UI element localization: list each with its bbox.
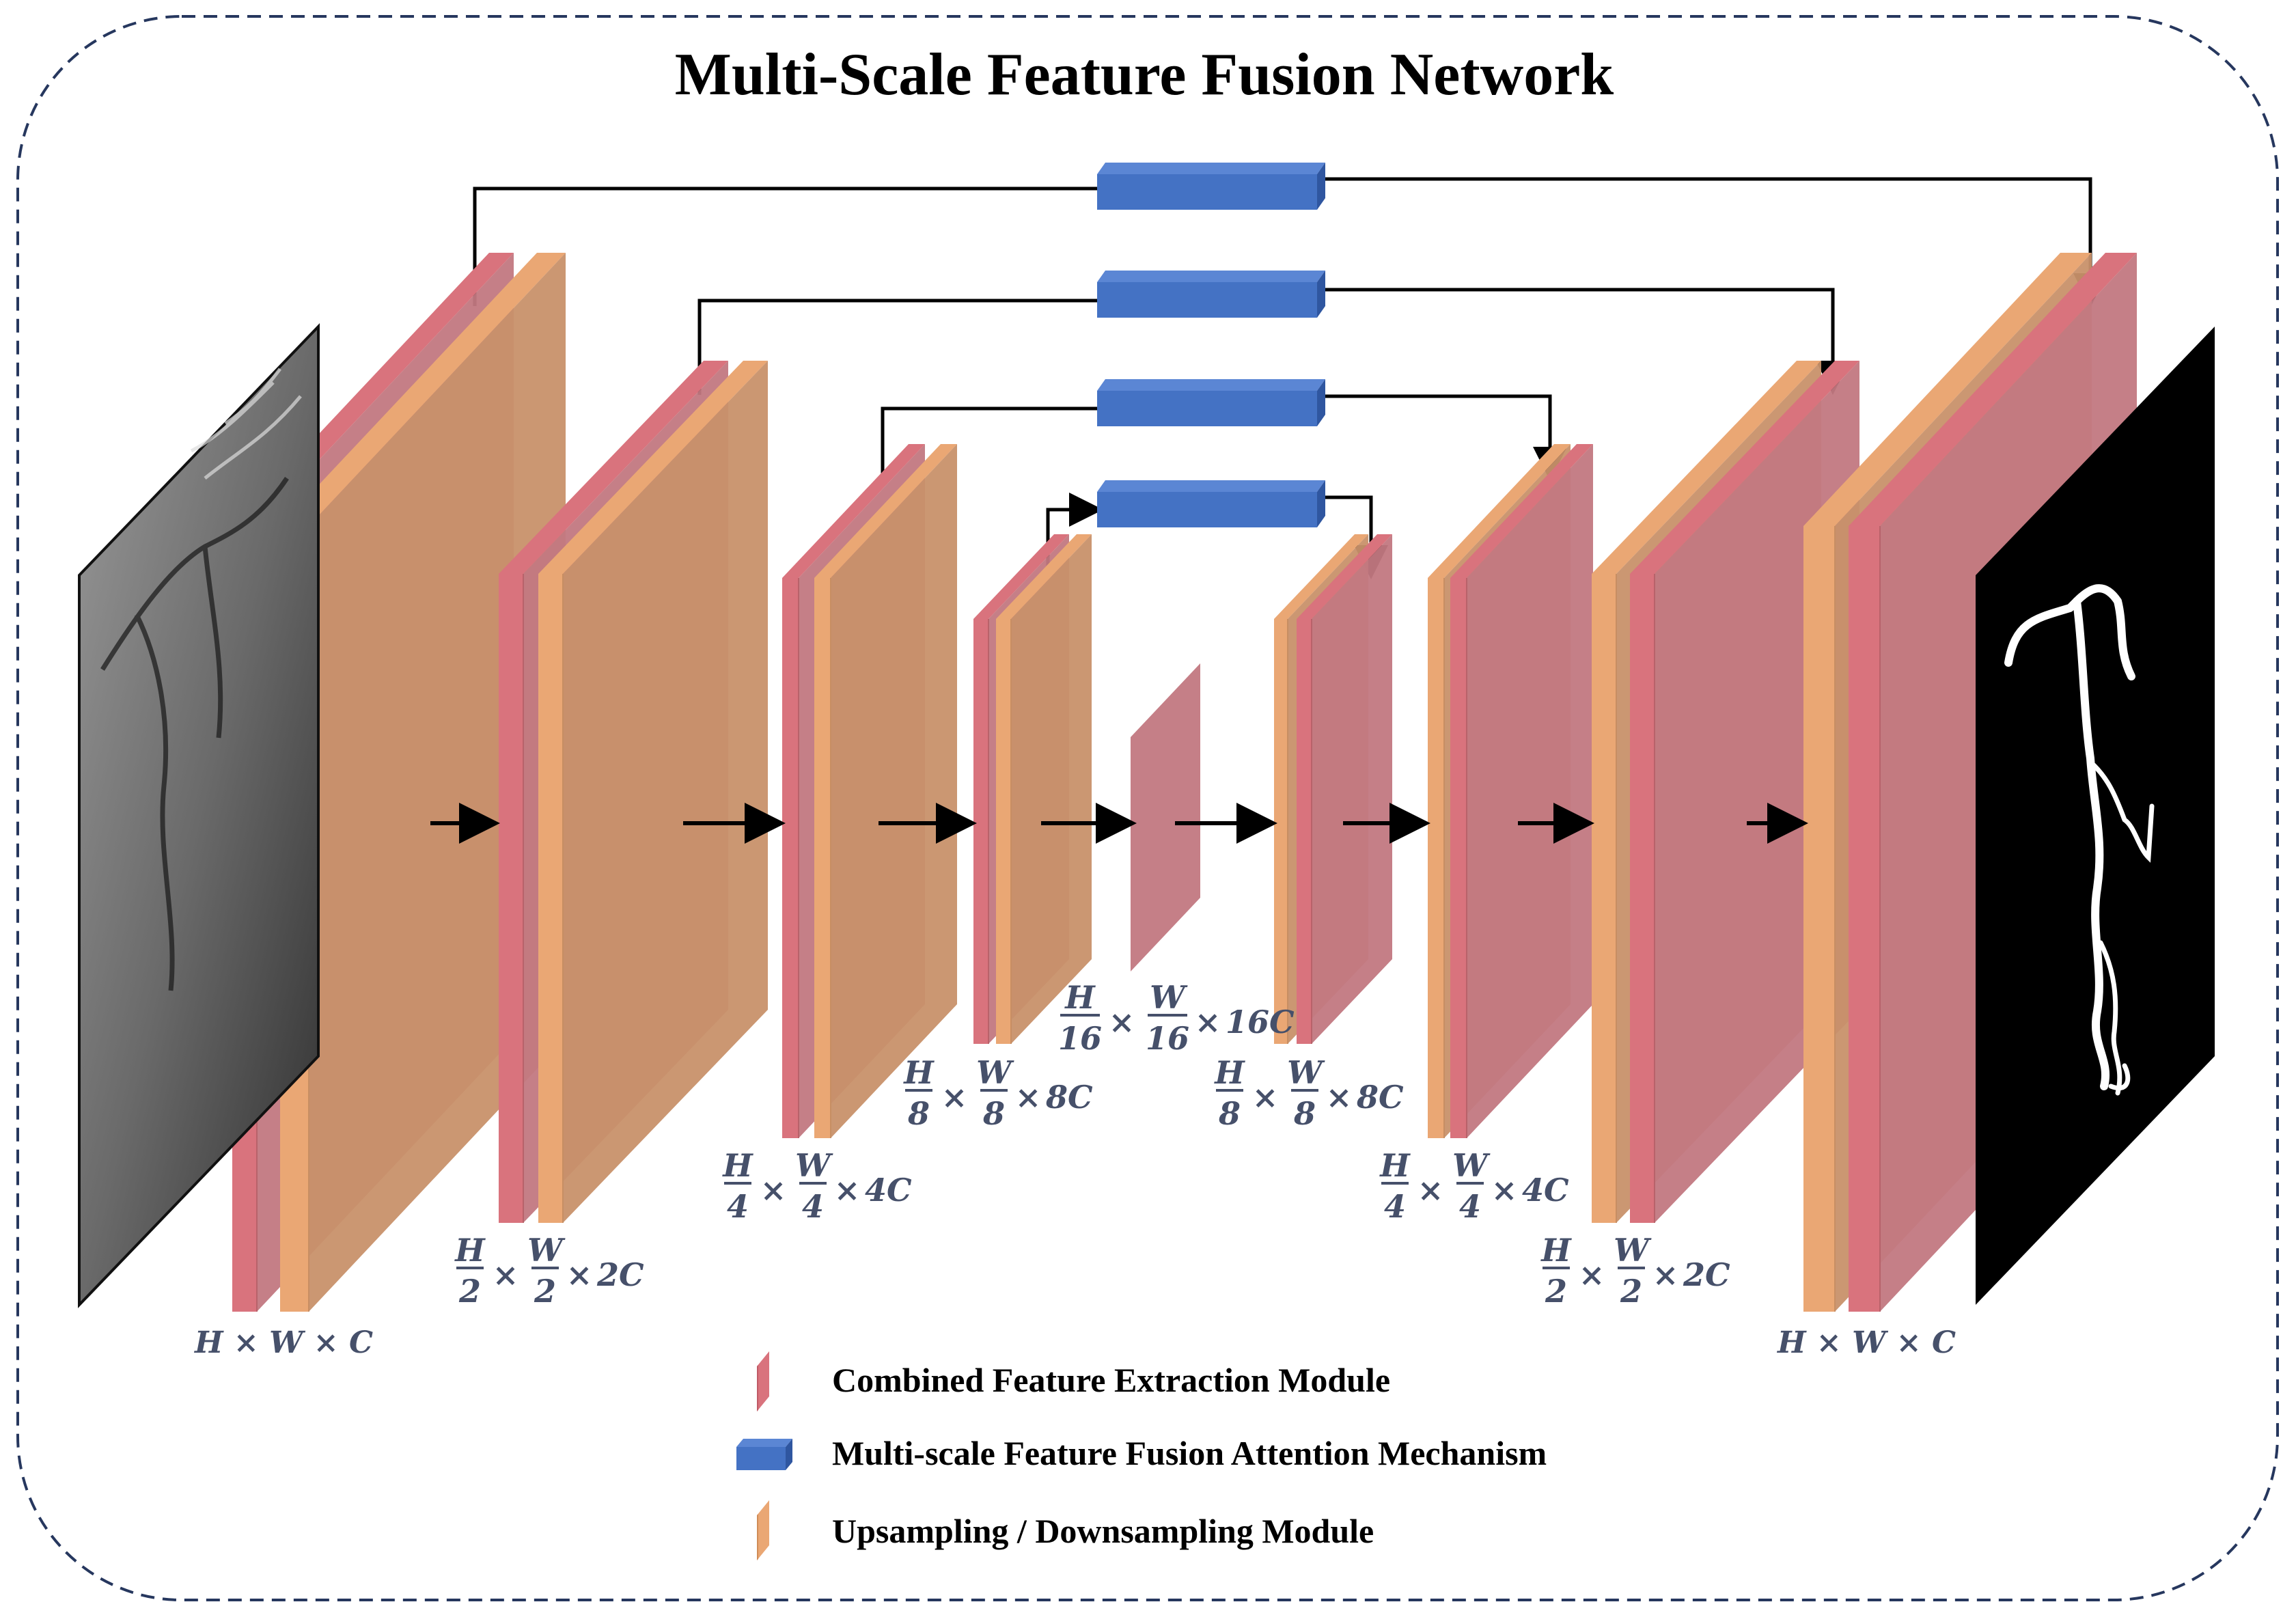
times-symbol: × <box>1652 1256 1679 1293</box>
fraction-numerator: W <box>1287 1054 1325 1091</box>
times-symbol: × <box>1326 1079 1353 1116</box>
fraction-numerator: W <box>1614 1232 1652 1269</box>
times-symbol: × <box>1109 1004 1135 1040</box>
skip-connections <box>473 177 2107 579</box>
times-symbol: × <box>493 1256 519 1293</box>
times-symbol: × <box>1579 1256 1605 1293</box>
legend-label-msffam: Multi-scale Feature Fusion Attention Mec… <box>832 1434 1547 1472</box>
dimension-label-dec3: H4×W4×4C <box>1379 1147 1569 1225</box>
fraction-numerator: W <box>795 1147 833 1184</box>
output-segmentation-mask <box>1976 327 2215 1305</box>
fraction-denominator: 8 <box>907 1095 930 1132</box>
fraction-numerator: H <box>1379 1147 1411 1184</box>
legend-label-cfe: Combined Feature Extraction Module <box>832 1361 1390 1399</box>
dimension-labels: H × W × CH2×W2×2CH4×W4×4CH8×W8×8CH16×W16… <box>193 979 1956 1360</box>
times-symbol: × <box>1252 1079 1279 1116</box>
fraction-numerator: H <box>902 1054 935 1091</box>
dimension-label-enc3: H4×W4×4C <box>721 1147 912 1225</box>
msffam-block-1 <box>1097 163 1325 210</box>
fraction-numerator: W <box>976 1054 1014 1091</box>
dimension-label-dec4: H8×W8×8C <box>1213 1054 1404 1132</box>
dimension-text: H × W × C <box>1776 1325 1956 1360</box>
channel-count: 16C <box>1226 1004 1295 1040</box>
cfe-module-icon <box>757 1351 769 1411</box>
times-symbol: × <box>1417 1172 1444 1209</box>
sampling-module-slab <box>996 534 1092 1044</box>
dimension-label-enc1: H × W × C <box>193 1325 373 1360</box>
channel-count: 4C <box>1522 1172 1569 1209</box>
cfe-module-slab <box>1297 534 1392 1044</box>
fraction-numerator: H <box>1064 979 1096 1016</box>
fraction-numerator: H <box>1213 1054 1245 1091</box>
fraction-denominator: 8 <box>1218 1095 1241 1132</box>
cfe-module-slab <box>1450 444 1593 1138</box>
skip-line-3-out <box>1325 394 1567 481</box>
skip-line-2-out <box>1325 288 1850 395</box>
dimension-label-enc2: H2×W2×2C <box>454 1232 644 1310</box>
skip-line-2 <box>697 299 1101 395</box>
fraction-numerator: W <box>527 1232 566 1269</box>
dimension-label-dec2: H2×W2×2C <box>1540 1232 1730 1310</box>
cfe-module-slab <box>1131 663 1200 971</box>
msffam-blocks <box>1097 163 1325 527</box>
msffam-block-2 <box>1097 271 1325 318</box>
diagram-title: Multi-Scale Feature Fusion Network <box>675 42 1614 108</box>
fraction-numerator: H <box>1540 1232 1572 1269</box>
fraction-denominator: 4 <box>1384 1188 1406 1225</box>
fraction-numerator: W <box>1150 979 1188 1016</box>
legend: Combined Feature Extraction Module Multi… <box>736 1351 1547 1560</box>
times-symbol: × <box>834 1172 861 1209</box>
sampling-module-icon <box>757 1500 769 1560</box>
fraction-denominator: 2 <box>534 1273 556 1310</box>
legend-label-sampling: Upsampling / Downsampling Module <box>832 1512 1374 1550</box>
fraction-denominator: 2 <box>458 1273 481 1310</box>
times-symbol: × <box>1491 1172 1518 1209</box>
times-symbol: × <box>1195 1004 1221 1040</box>
channel-count: 4C <box>865 1172 912 1209</box>
msffam-block-icon <box>736 1439 792 1470</box>
dimension-text: H × W × C <box>193 1325 373 1360</box>
sampling-module-slab <box>538 361 768 1223</box>
msffam-block-4 <box>1097 480 1325 527</box>
times-symbol: × <box>760 1172 787 1209</box>
dimension-label-dec1: H × W × C <box>1776 1325 1956 1360</box>
channel-count: 8C <box>1045 1079 1093 1116</box>
fraction-denominator: 2 <box>1545 1273 1567 1310</box>
skip-line-1 <box>473 187 1101 306</box>
fraction-numerator: H <box>721 1147 753 1184</box>
msffam-block-3 <box>1097 379 1325 426</box>
input-angiogram-image <box>78 323 320 1308</box>
fraction-denominator: 4 <box>1459 1188 1481 1225</box>
fraction-denominator: 2 <box>1620 1273 1642 1310</box>
fraction-numerator: H <box>454 1232 486 1269</box>
fraction-numerator: W <box>1452 1147 1491 1184</box>
dimension-label-enc4: H8×W8×8C <box>902 1054 1093 1132</box>
channel-count: 2C <box>1683 1256 1730 1293</box>
dimension-label-bott: H16×W16×16C <box>1058 979 1295 1057</box>
skip-line-3 <box>881 406 1101 481</box>
sampling-module-slab <box>814 444 957 1138</box>
fraction-denominator: 16 <box>1058 1020 1102 1057</box>
diagram-frame <box>16 15 2279 1601</box>
fraction-denominator: 16 <box>1146 1020 1189 1057</box>
fraction-denominator: 4 <box>802 1188 824 1225</box>
times-symbol: × <box>566 1256 593 1293</box>
channel-count: 2C <box>596 1256 644 1293</box>
skip-line-1-out <box>1325 177 2107 307</box>
channel-count: 8C <box>1356 1079 1404 1116</box>
times-symbol: × <box>1015 1079 1042 1116</box>
fraction-denominator: 8 <box>1293 1095 1316 1132</box>
fraction-denominator: 8 <box>982 1095 1005 1132</box>
fraction-denominator: 4 <box>727 1188 749 1225</box>
times-symbol: × <box>941 1079 968 1116</box>
